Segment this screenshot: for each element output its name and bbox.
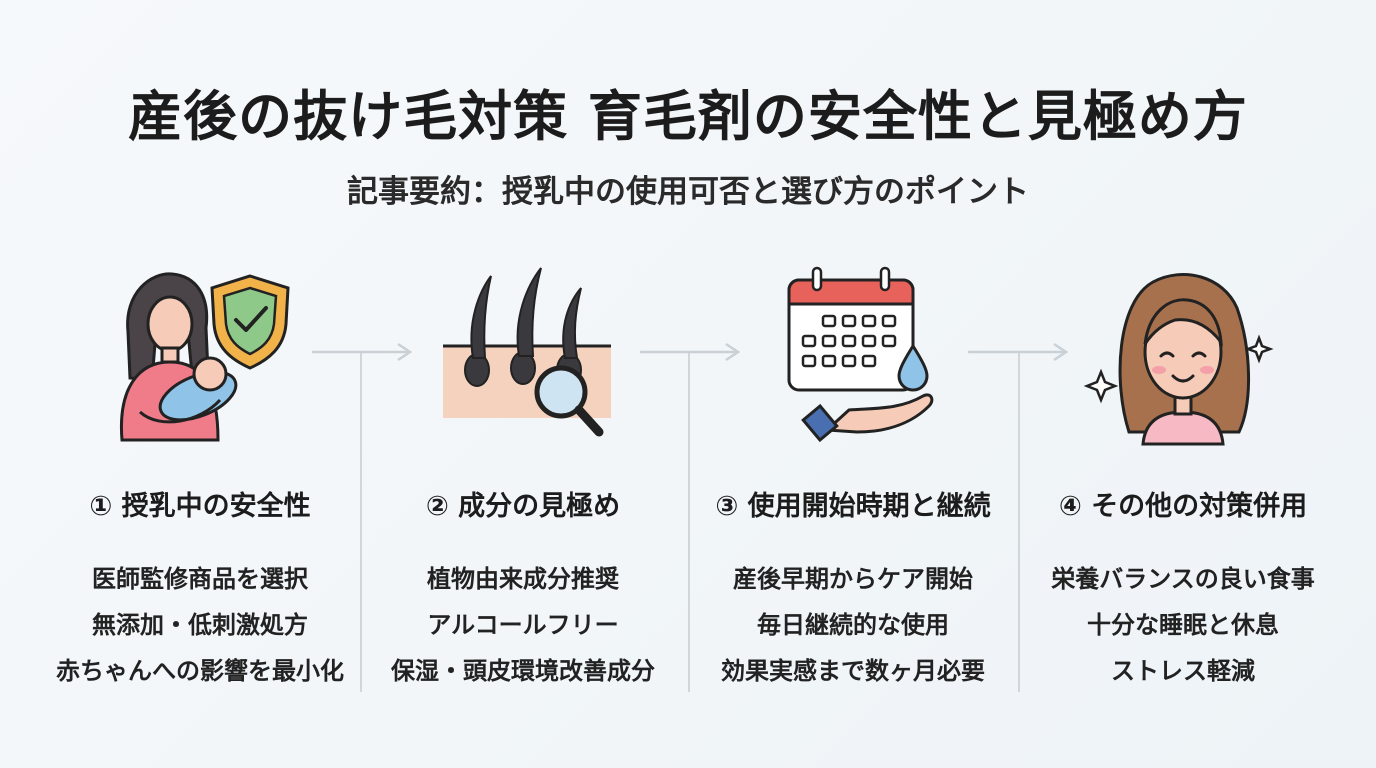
divider — [688, 352, 690, 692]
list-item: 医師監修商品を選択 — [92, 565, 308, 593]
section-list: 医師監修商品を選択 無添加・低刺激処方 赤ちゃんへの影響を最小化 — [35, 556, 365, 694]
divider — [360, 352, 362, 692]
arrow-right-icon — [312, 342, 413, 362]
section-other-measures: ④ その他の対策併用 栄養バランスの良い食事 十分な睡眠と休息 ストレス軽減 — [1018, 262, 1348, 702]
section-heading: ④ その他の対策併用 — [1058, 491, 1308, 522]
section-heading: ② 成分の見極め — [425, 491, 621, 522]
section-heading: ① 授乳中の安全性 — [89, 491, 311, 522]
arrow-right-icon — [968, 342, 1069, 362]
breastfeeding-mother-shield-icon — [119, 272, 290, 442]
list-item: 十分な睡眠と休息 — [1087, 611, 1279, 639]
list-item: 無添加・低刺激処方 — [92, 611, 308, 639]
section-list: 植物由来成分推奨 アルコールフリー 保湿・頭皮環境改善成分 — [358, 556, 688, 694]
list-item: ストレス軽減 — [1111, 657, 1255, 685]
list-item: 産後早期からケア開始 — [733, 565, 973, 593]
list-item: アルコールフリー — [427, 611, 619, 639]
section-list: 栄養バランスの良い食事 十分な睡眠と休息 ストレス軽減 — [1018, 556, 1348, 694]
section-breastfeeding-safety: ① 授乳中の安全性 医師監修商品を選択 無添加・低刺激処方 赤ちゃんへの影響を最… — [35, 262, 365, 702]
list-item: 効果実感まで数ヶ月必要 — [721, 657, 985, 685]
list-item: 赤ちゃんへの影響を最小化 — [56, 657, 344, 685]
section-start-timing: ③ 使用開始時期と継続 産後早期からケア開始 毎日継続的な使用 効果実感まで数ヶ… — [688, 262, 1018, 702]
hair-follicle-magnifier-icon — [443, 267, 611, 437]
section-heading: ③ 使用開始時期と継続 — [715, 491, 991, 522]
calendar-hand-drop-icon — [787, 266, 934, 443]
list-item: 保湿・頭皮環境改善成分 — [391, 657, 655, 685]
happy-woman-icon — [1083, 273, 1274, 446]
list-item: 毎日継続的な使用 — [757, 611, 949, 639]
section-ingredients: ② 成分の見極め 植物由来成分推奨 アルコールフリー 保湿・頭皮環境改善成分 — [358, 262, 688, 702]
list-item: 栄養バランスの良い食事 — [1051, 565, 1315, 593]
page-subtitle: 記事要約：授乳中の使用可否と選び方のポイント — [347, 174, 1029, 210]
divider — [1018, 352, 1020, 692]
arrow-right-icon — [640, 342, 741, 362]
list-item: 植物由来成分推奨 — [427, 565, 619, 593]
section-list: 産後早期からケア開始 毎日継続的な使用 効果実感まで数ヶ月必要 — [688, 556, 1018, 694]
page-title: 産後の抜け毛対策 育毛剤の安全性と見極め方 — [128, 85, 1248, 148]
